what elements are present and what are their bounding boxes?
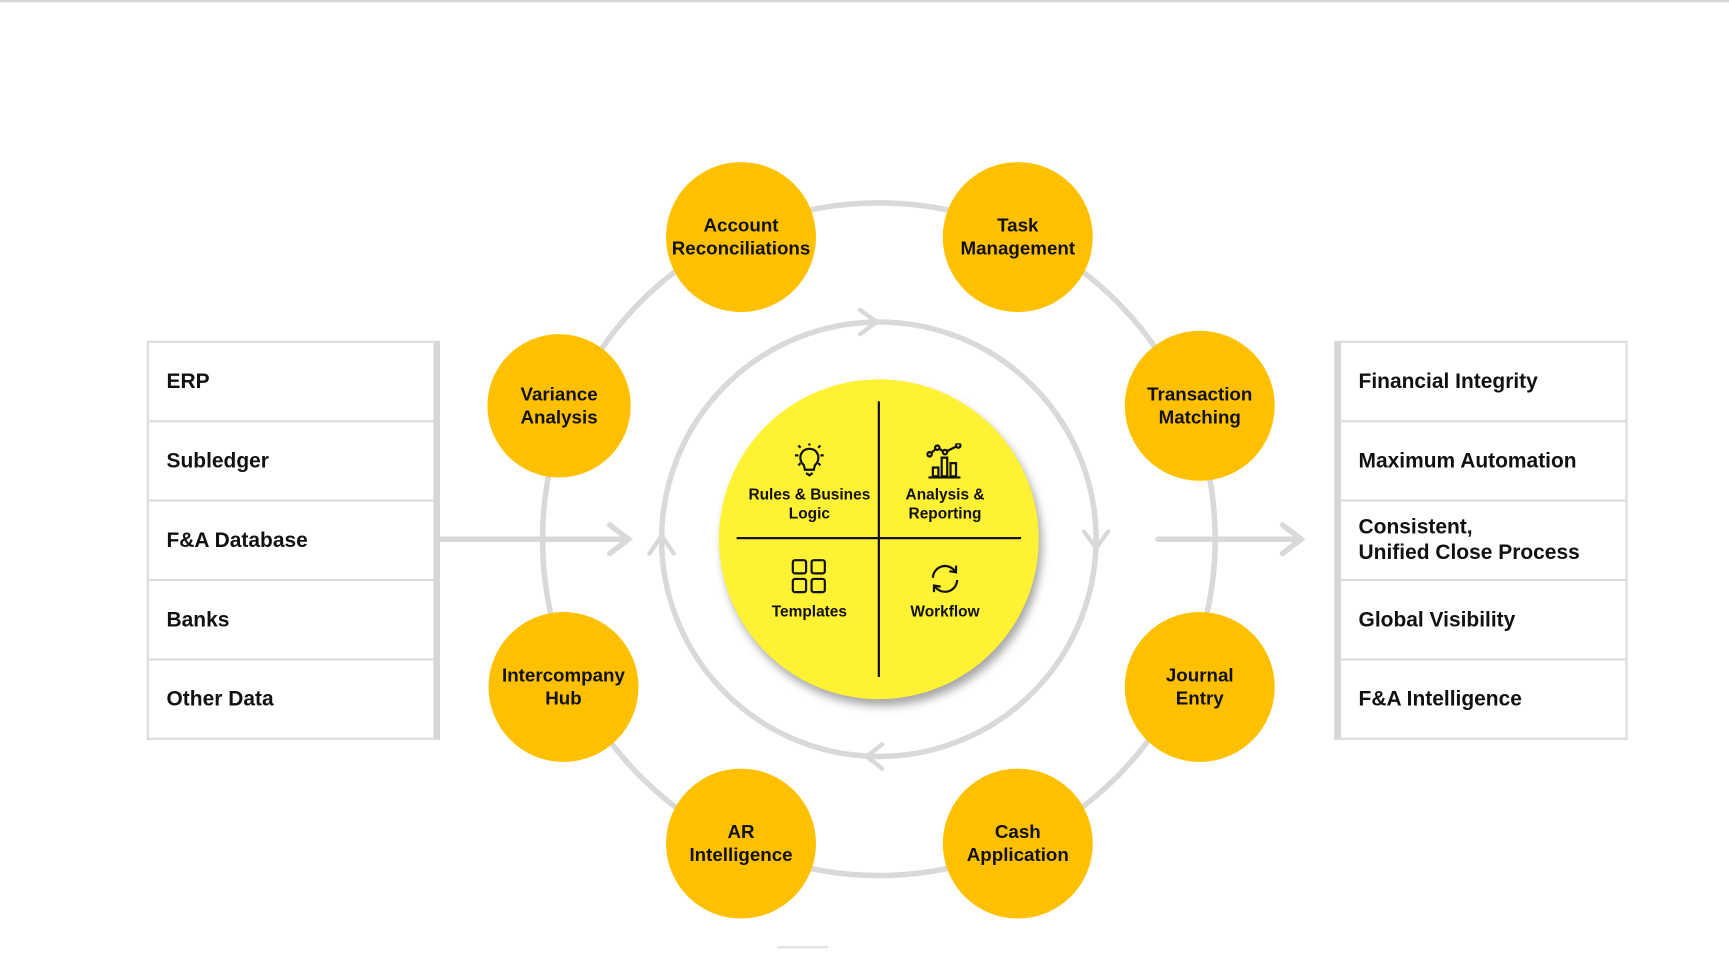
quadrant-analysis: Analysis & Reporting (873, 443, 1016, 522)
node-cash-application: Cash Application (942, 768, 1093, 919)
chart-analytics-icon (926, 443, 962, 479)
ring-arrow-right (1081, 529, 1111, 552)
node-account-reconciliations: Account Reconciliations (666, 162, 816, 313)
ring-arrow-top (857, 307, 881, 337)
quadrant-rules-label: Rules & Busines Logic (748, 485, 871, 522)
platform-core: Rules & Busines Logic Analysis & Reporti… (718, 379, 1039, 700)
source-other-data: Other Data (166, 687, 274, 711)
node-task-management: Task Management (942, 162, 1093, 313)
node-transaction-matching: Transaction Matching (1124, 330, 1275, 481)
hub-vertical-divider (877, 401, 880, 678)
node-variance-analysis: Variance Analysis (487, 334, 631, 478)
node-ar-intelligence: AR Intelligence (666, 768, 816, 919)
quadrant-templates: Templates (738, 558, 881, 621)
outcome-fa-intelligence: F&A Intelligence (1358, 687, 1522, 711)
data-sources-list: ERP Subledger F&A Database Banks Other D… (146, 340, 440, 740)
bottom-divider (777, 946, 829, 949)
input-arrow (433, 522, 634, 557)
quadrant-rules: Rules & Busines Logic (738, 443, 881, 522)
outcome-maximum-automation: Maximum Automation (1340, 422, 1626, 502)
quadrant-workflow-label: Workflow (910, 602, 980, 620)
quadrant-workflow: Workflow (873, 562, 1016, 620)
source-subledger: Subledger (148, 422, 434, 502)
ring-arrow-bottom (863, 742, 885, 771)
ring-arrow-left (647, 532, 676, 556)
node-intercompany-hub: Intercompany Hub (488, 611, 639, 762)
top-divider (0, 0, 1729, 3)
source-fa-database: F&A Database (148, 502, 434, 582)
quadrant-templates-label: Templates (771, 602, 847, 620)
outcome-financial-integrity: Financial Integrity (1340, 343, 1626, 423)
hub-horizontal-divider (736, 537, 1022, 540)
source-banks: Banks (148, 581, 434, 661)
outcomes-list: Financial Integrity Maximum Automation C… (1334, 340, 1628, 740)
lightbulb-icon (795, 443, 824, 477)
refresh-cycle-icon (931, 564, 959, 593)
node-journal-entry: Journal Entry (1124, 611, 1275, 762)
quadrant-analysis-label: Analysis & Reporting (905, 485, 985, 522)
templates-grid-icon (791, 559, 826, 594)
source-erp: ERP (148, 343, 434, 423)
outcome-global-visibility: Global Visibility (1340, 581, 1626, 661)
outcome-unified-close: Consistent, Unified Close Process (1340, 502, 1626, 582)
output-arrow (1155, 522, 1306, 557)
